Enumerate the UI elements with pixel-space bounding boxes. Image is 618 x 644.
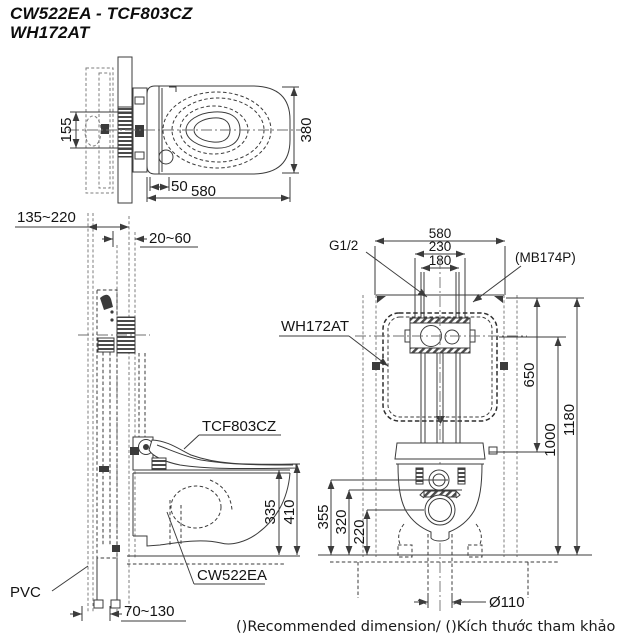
side-dim-seat-text: 410 (281, 499, 298, 524)
front-dim-inlet-height: 355 (315, 479, 448, 555)
cw522ea-label: CW522EA (197, 567, 267, 584)
side-frame-tank (96, 289, 120, 559)
flush-button-small (444, 329, 460, 345)
side-label-bowl: CW522EA (166, 511, 267, 585)
side-dim-drain-offset-text: 70~130 (124, 603, 174, 620)
front-dim-flange-text: 320 (333, 509, 350, 534)
side-dim-finish: 20~60 (102, 230, 198, 248)
front-toilet (394, 442, 486, 542)
side-dim-cavity-text: 135~220 (17, 209, 76, 226)
front-dim-supply-text: 1000 (542, 423, 559, 456)
front-dim-drain-height-text: 220 (351, 519, 368, 544)
front-frame-structure (362, 294, 518, 557)
side-dim-cavity: 135~220 (15, 209, 129, 231)
front-dim-bolt-span-text: 230 (429, 239, 452, 254)
drain-outlet-circle (424, 494, 456, 526)
front-label-panel: (MB174P) (472, 250, 576, 303)
plan-dim-offset-text: 50 (171, 178, 188, 195)
side-view: 135~220 20~60 (10, 209, 301, 622)
title-frame-code: WH172AT (10, 23, 90, 42)
mb174p-label: (MB174P) (515, 250, 576, 265)
plan-dim-width-text: 380 (298, 117, 315, 142)
plan-dim-380: 380 (282, 86, 315, 174)
side-wall-lines (87, 213, 136, 612)
title-model-codes: CW522EA - TCF803CZ (10, 4, 193, 23)
tcf803cz-label: TCF803CZ (202, 418, 276, 435)
side-dim-drain-offset: 70~130 (70, 603, 186, 622)
front-label-frame: WH172AT (279, 318, 389, 367)
front-dim-frame-width: 580 (374, 226, 506, 295)
plan-dim-50: 50 (149, 177, 188, 195)
front-view: 580 230 180 G1/2 (MB174P) (279, 226, 592, 614)
side-dim-rim-text: 335 (262, 499, 279, 524)
front-dim-inlet-text: 355 (315, 504, 332, 529)
front-internal-pipes (420, 353, 461, 443)
plan-dim-depth-text: 155 (58, 117, 75, 142)
side-washlet-seat (132, 436, 297, 471)
front-dim-support-height: 650 (488, 297, 584, 455)
front-label-supply: G1/2 (329, 238, 428, 298)
plan-dim-155: 155 (58, 111, 133, 149)
footer-note: ()Recommended dimension/ ()Kích thước th… (236, 619, 616, 635)
side-label-seat: TCF803CZ (183, 418, 281, 450)
side-dim-finish-text: 20~60 (149, 230, 191, 247)
plan-wall-connector-hatch (117, 106, 133, 158)
g12-label: G1/2 (329, 238, 358, 253)
plan-bowl (68, 85, 302, 175)
pvc-label: PVC (10, 584, 41, 601)
side-dim-seat-height: 410 (281, 463, 301, 555)
front-dim-supply-height: 1000 (499, 336, 566, 555)
front-dim-frame-height: 1180 (561, 298, 581, 555)
plan-dim-length-text: 580 (191, 183, 216, 200)
side-wall-connector (78, 316, 150, 354)
front-below-floor (330, 523, 560, 607)
front-dim-flange-height: 320 (333, 489, 462, 555)
wh172at-label: WH172AT (281, 318, 349, 335)
plan-dim-580: 580 (146, 177, 291, 202)
side-dim-rim-height: 335 (258, 469, 284, 555)
front-dim-support-text: 650 (521, 362, 538, 387)
front-centerlines (355, 258, 527, 614)
front-dim-frame-width-text: 580 (429, 226, 452, 241)
front-dim-frame-height-text: 1180 (561, 404, 578, 436)
front-dim-drain-height: 220 (351, 509, 424, 555)
side-floor (93, 555, 300, 609)
side-label-pipe: PVC (10, 565, 89, 601)
plan-view: 155 380 50 580 (58, 56, 315, 204)
water-surface-inner (193, 117, 231, 143)
front-dim-drain-diameter-text: Ø110 (489, 594, 525, 611)
drawing-title: CW522EA - TCF803CZ WH172AT (10, 4, 192, 42)
front-dim-drain-diameter: Ø110 (414, 594, 525, 611)
